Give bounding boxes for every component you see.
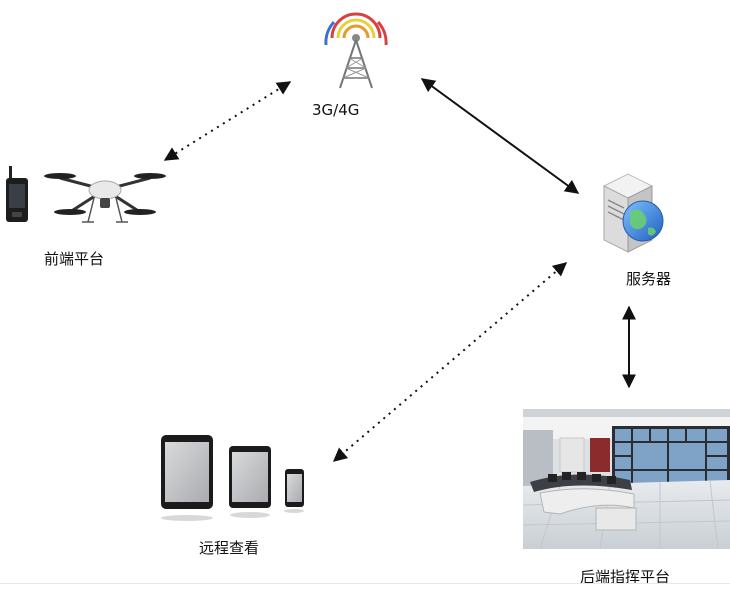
link-tower-server (420, 78, 580, 194)
network-label: 3G/4G (312, 101, 360, 119)
link-tower-front (163, 81, 292, 161)
link-server-remote (332, 262, 568, 462)
tower-icon (324, 12, 388, 89)
front-platform-label: 前端平台 (44, 250, 105, 268)
drone-icon (44, 173, 166, 223)
phone-icon (284, 469, 304, 513)
server-label: 服务器 (626, 270, 672, 288)
divider (0, 583, 730, 584)
command-platform-label: 后端指挥平台 (580, 568, 671, 586)
control-room-image (522, 409, 730, 550)
handheld-terminal-icon (6, 166, 28, 222)
tablet-icon (161, 435, 213, 521)
remote-view-label: 远程查看 (199, 539, 260, 557)
server-icon (602, 173, 664, 253)
small-tablet-icon (229, 446, 271, 518)
connections (163, 78, 636, 462)
